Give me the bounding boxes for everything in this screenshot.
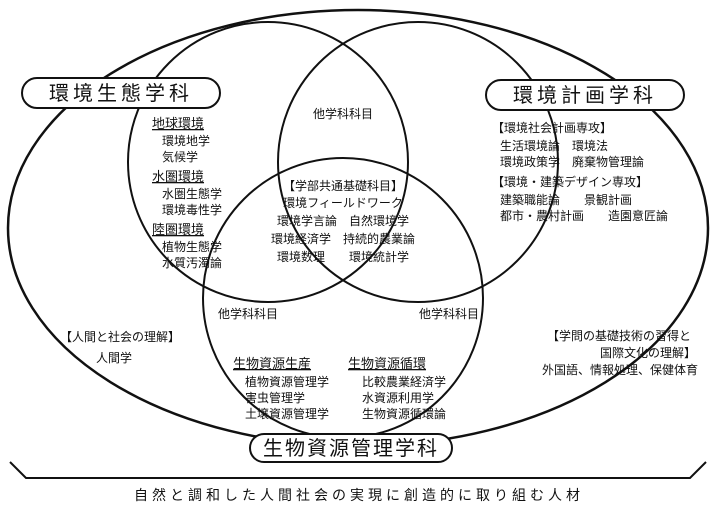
- planning-group-row: 建築職能論 景観計画: [500, 192, 632, 207]
- eco-group-title: 地球環境: [152, 117, 204, 132]
- eco-group-item: 水圏生態学: [162, 186, 222, 201]
- eco-group-title: 陸圏環境: [152, 222, 204, 238]
- planning-label: 環境計画学科: [513, 83, 657, 107]
- common-row: 環境数理 環境統計学: [277, 249, 409, 264]
- basic-skills-title-1: 【学問の基礎技術の習得と: [547, 328, 691, 343]
- common-title: 【学部共通基礎科目】: [283, 178, 403, 193]
- bio-group-title: 生物資源生産: [233, 356, 311, 372]
- bio-label-box: [249, 433, 453, 463]
- common-row: 環境フィールドワーク: [283, 195, 403, 210]
- bio-group-item: 比較農業経済学: [362, 374, 446, 389]
- eco-group-item: 水質汚濁論: [162, 255, 222, 270]
- eco-label: 環境生態学科: [49, 81, 193, 105]
- other-courses-top: 他学科科目: [313, 106, 373, 121]
- common-row: 環境経済学 持続的農業論: [271, 231, 415, 246]
- eco-group-item: 環境毒性学: [162, 202, 222, 217]
- eco-circle: [127, 21, 409, 303]
- bio-group-item: 害虫管理学: [245, 390, 305, 405]
- other-courses-left: 他学科科目: [218, 306, 278, 321]
- bio-group-item: 生物資源循環論: [362, 406, 446, 421]
- basic-skills-title-2: 国際文化の理解】: [600, 345, 696, 360]
- goal-text: 自然と調和した人間社会の実現に創造的に取り組む人材: [134, 487, 584, 504]
- planning-group-title: 【環境・建築デザイン専攻】: [492, 174, 648, 189]
- planning-group-row: 都市・農村計画 造園意匠論: [500, 208, 668, 223]
- other-courses-right: 他学科科目: [419, 306, 479, 321]
- planning-label-box: [485, 79, 685, 111]
- bottom-brace: [9, 461, 707, 479]
- eco-group-item: 環境地学: [162, 133, 210, 148]
- eco-group-title: 水圏環境: [152, 170, 204, 185]
- bio-label: 生物資源管理学科: [263, 436, 439, 460]
- planning-group-title: 【環境社会計画専攻】: [492, 120, 612, 135]
- bio-group-item: 土壌資源管理学: [245, 406, 329, 421]
- planning-circle: [277, 21, 559, 303]
- bio-group-item: 水資源利用学: [362, 390, 434, 405]
- bio-group-title: 生物資源循環: [348, 357, 426, 372]
- common-row: 環境学言論 自然環境学: [277, 213, 409, 228]
- planning-group-row: 環境政策学 廃棄物管理論: [500, 154, 644, 169]
- eco-group-item: 植物生態学: [162, 239, 222, 254]
- eco-label-box: [21, 77, 221, 109]
- planning-group-row: 生活環境論 環境法: [500, 138, 608, 153]
- bio-group-item: 植物資源管理学: [245, 374, 329, 389]
- human-title: 【人間と社会の理解】: [60, 329, 180, 344]
- outer-ellipse: [6, 8, 710, 448]
- eco-group-item: 気候学: [162, 149, 198, 164]
- human-item: 人間学: [96, 350, 132, 365]
- basic-skills-item: 外国語、情報処理、保健体育: [542, 362, 698, 377]
